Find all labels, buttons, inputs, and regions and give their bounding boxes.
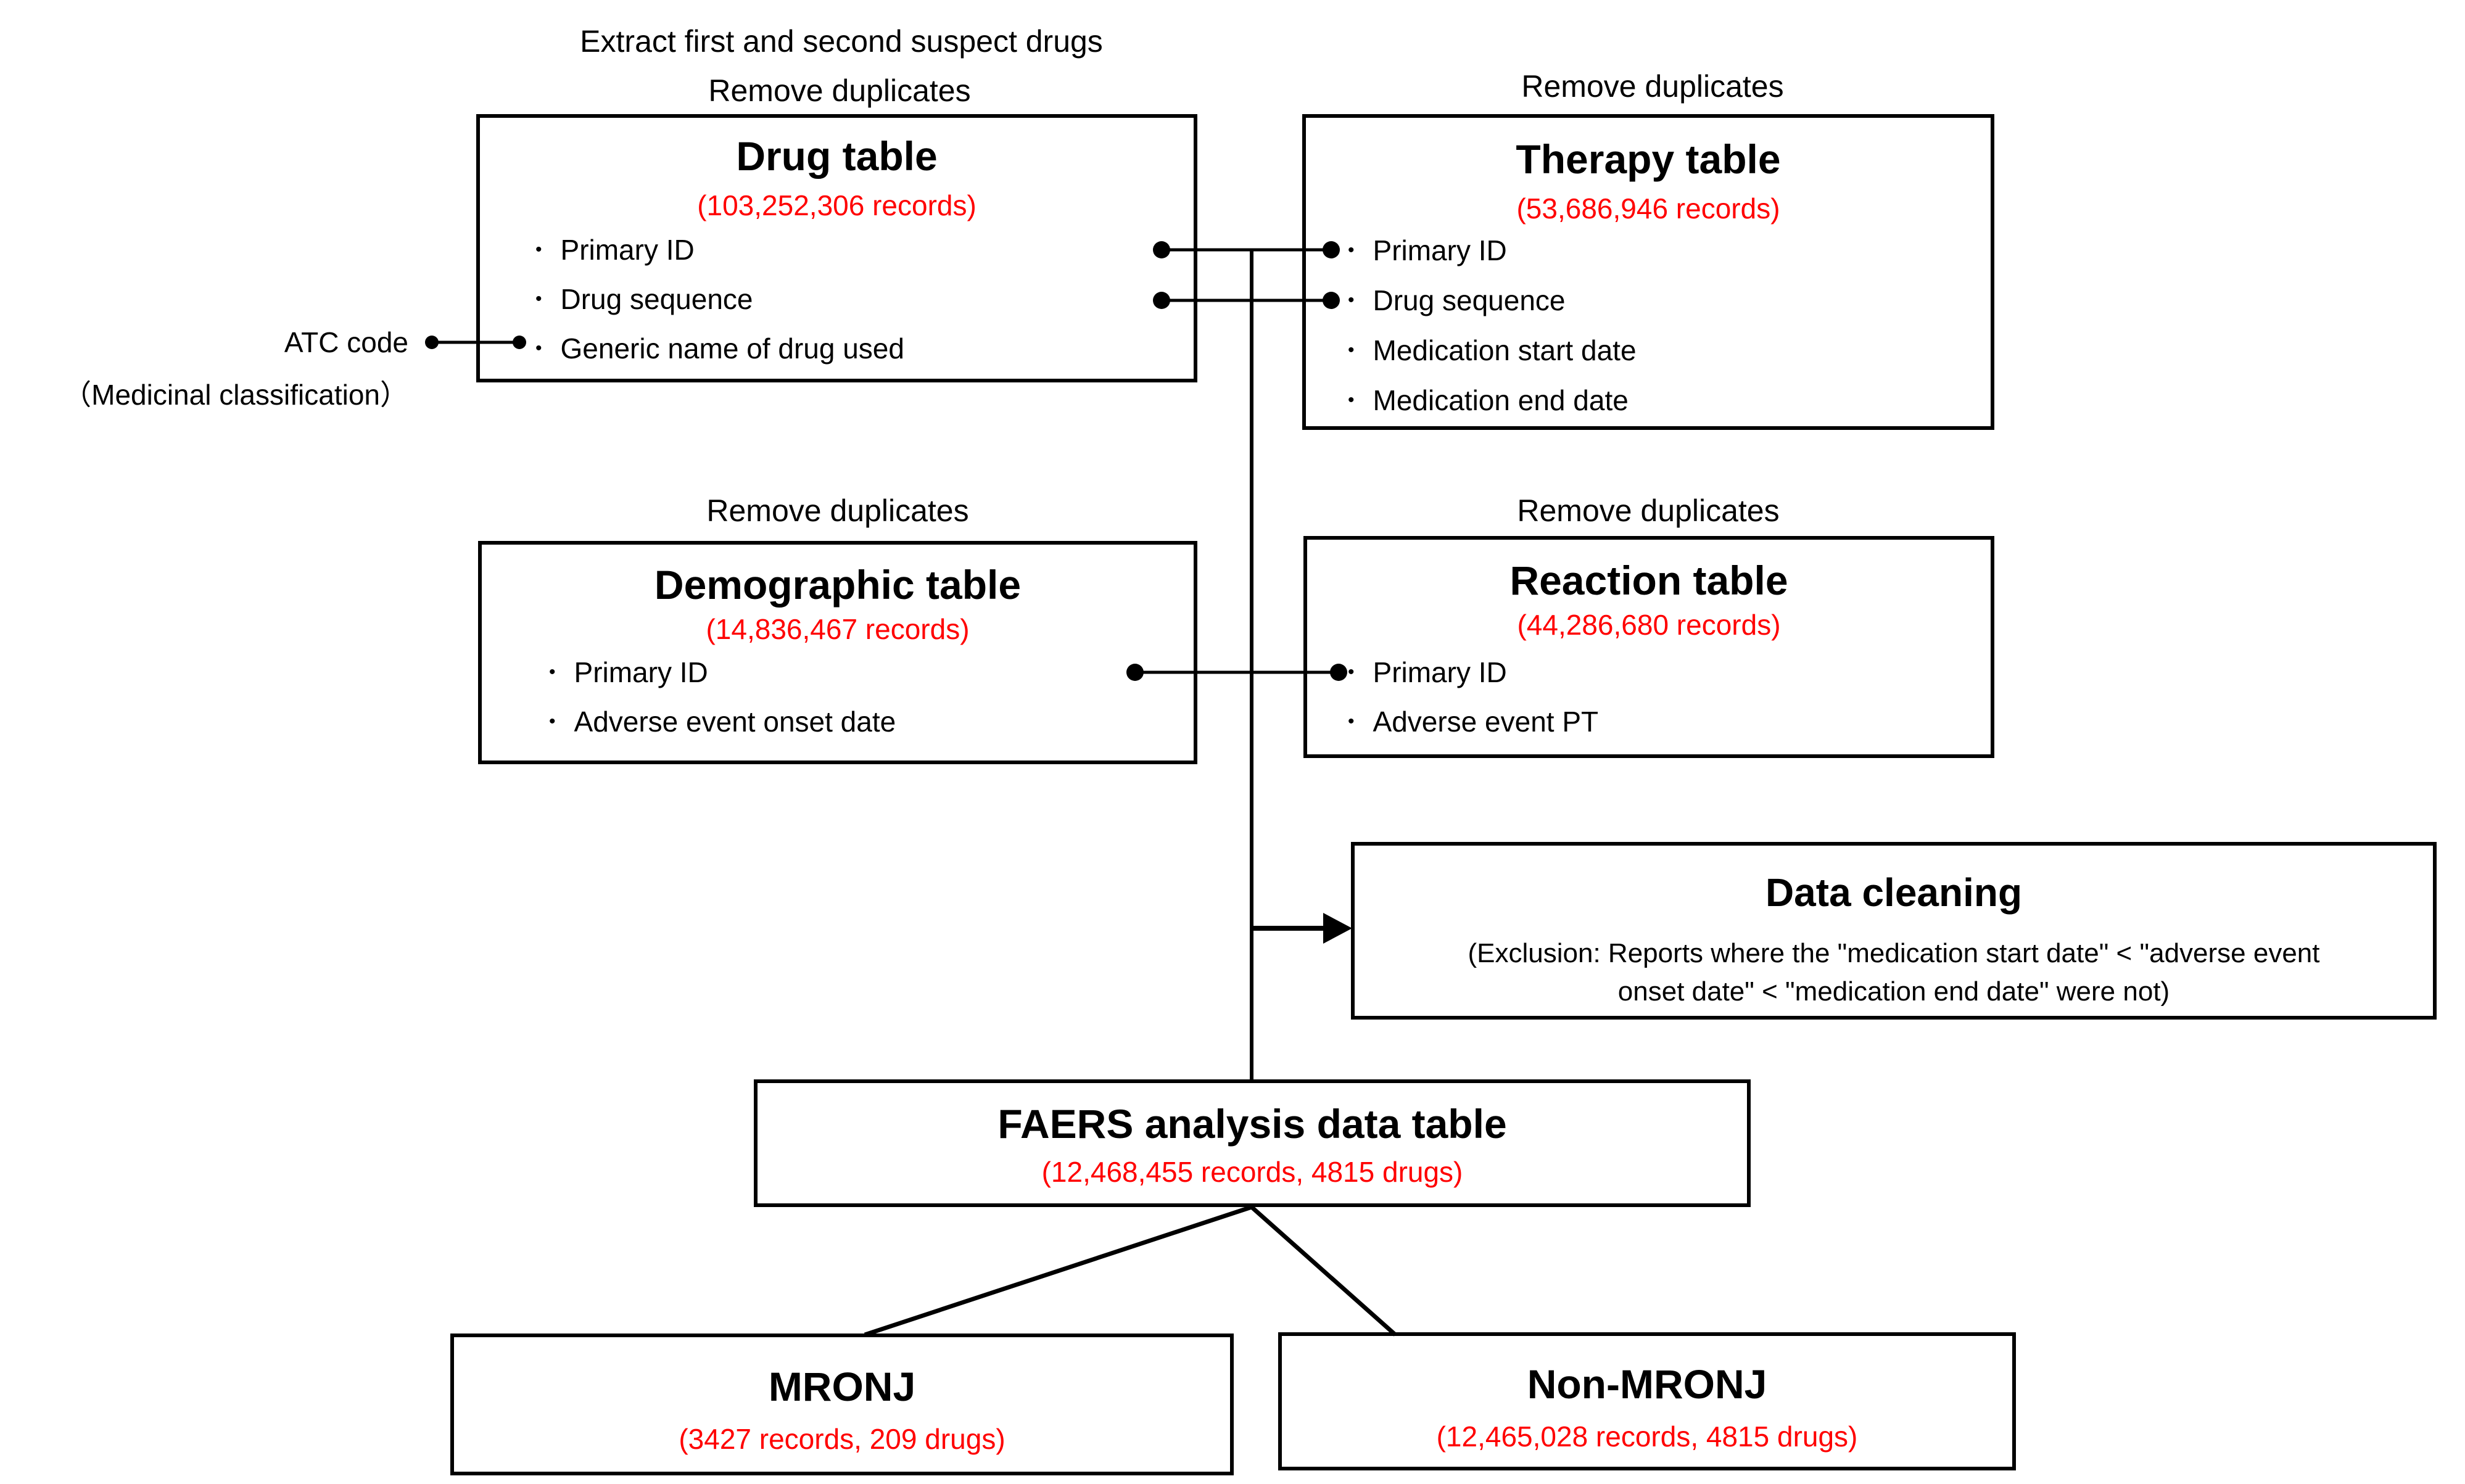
demographic-table-records: (14,836,467 records) (706, 613, 970, 645)
label-extract-suspect-drugs: Extract first and second suspect drugs (580, 24, 1103, 59)
mronj-records: (3427 records, 209 drugs) (679, 1423, 1005, 1455)
field-primary-id: Primary ID (1348, 225, 1991, 275)
label-remove-duplicates-drug: Remove duplicates (708, 73, 971, 108)
non-mronj-records: (12,465,028 records, 4815 drugs) (1436, 1420, 1858, 1453)
therapy-table-fields: Primary ID Drug sequence Medication star… (1306, 225, 1991, 425)
field-primary-id: Primary ID (1348, 648, 1991, 697)
field-medication-start-date: Medication start date (1348, 325, 1991, 375)
split-line-mronj (864, 1205, 1253, 1337)
arrowhead-icon (1323, 913, 1352, 944)
data-cleaning-exclusion-line1: (Exclusion: Reports where the "medicatio… (1468, 938, 2320, 968)
field-primary-id: Primary ID (535, 225, 1194, 274)
reaction-table-box: Reaction table (44,286,680 records) Prim… (1303, 536, 1994, 758)
field-medication-end-date: Medication end date (1348, 375, 1991, 425)
field-adverse-event-pt: Adverse event PT (1348, 697, 1991, 746)
field-generic-name: Generic name of drug used (535, 324, 1194, 373)
field-adverse-event-onset-date: Adverse event onset date (549, 697, 1194, 746)
label-remove-duplicates-reaction: Remove duplicates (1517, 493, 1780, 528)
data-cleaning-exclusion-line2: onset date" < "medication end date" were… (1617, 976, 2170, 1007)
reaction-table-records: (44,286,680 records) (1517, 609, 1781, 641)
demographic-table-title: Demographic table (654, 562, 1022, 608)
field-primary-id: Primary ID (549, 648, 1194, 697)
mronj-title: MRONJ (768, 1364, 916, 1409)
drug-table-fields: Primary ID Drug sequence Generic name of… (480, 225, 1194, 373)
data-cleaning-box: Data cleaning (Exclusion: Reports where … (1351, 842, 2437, 1020)
faers-analysis-box: FAERS analysis data table (12,468,455 re… (754, 1079, 1751, 1207)
connector-dot (425, 336, 439, 349)
demographic-table-box: Demographic table (14,836,467 records) P… (478, 541, 1197, 764)
field-drug-sequence: Drug sequence (1348, 275, 1991, 325)
label-atc-code: ATC code (284, 326, 408, 358)
field-drug-sequence: Drug sequence (535, 274, 1194, 324)
drug-table-title: Drug table (736, 133, 938, 179)
reaction-table-title: Reaction table (1509, 558, 1788, 603)
split-line-non-mronj (1250, 1205, 1397, 1337)
faers-analysis-records: (12,468,455 records, 4815 drugs) (1041, 1156, 1463, 1188)
reaction-table-fields: Primary ID Adverse event PT (1307, 648, 1991, 746)
mronj-box: MRONJ (3427 records, 209 drugs) (450, 1334, 1234, 1475)
drug-table-box: Drug table (103,252,306 records) Primary… (476, 114, 1197, 382)
label-remove-duplicates-demographic: Remove duplicates (706, 493, 969, 528)
drug-table-records: (103,252,306 records) (697, 189, 977, 221)
therapy-table-records: (53,686,946 records) (1516, 192, 1780, 225)
data-cleaning-title: Data cleaning (1765, 870, 2023, 915)
non-mronj-title: Non-MRONJ (1527, 1361, 1767, 1407)
label-remove-duplicates-therapy: Remove duplicates (1521, 69, 1784, 104)
therapy-table-box: Therapy table (53,686,946 records) Prima… (1302, 114, 1994, 430)
therapy-table-title: Therapy table (1516, 136, 1781, 182)
demographic-table-fields: Primary ID Adverse event onset date (482, 648, 1194, 746)
faers-analysis-title: FAERS analysis data table (997, 1101, 1507, 1147)
non-mronj-box: Non-MRONJ (12,465,028 records, 4815 drug… (1278, 1332, 2016, 1470)
label-atc-classification: （Medicinal classification） (63, 379, 408, 411)
